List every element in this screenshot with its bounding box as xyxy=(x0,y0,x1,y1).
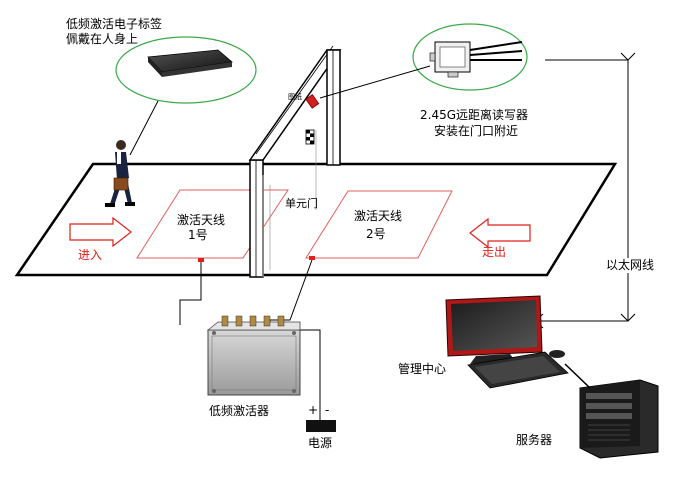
door-reader-module xyxy=(305,94,320,109)
reader-title-line2: 安装在门口附近 xyxy=(434,124,519,138)
monitor-icon xyxy=(445,295,543,364)
door-marker xyxy=(305,129,315,145)
antenna-connector-1 xyxy=(198,258,204,262)
tag-title-line1: 低频激活电子标签 xyxy=(66,17,163,31)
floor-platform xyxy=(14,162,618,277)
door-frame xyxy=(248,45,342,278)
power-minus-label: - xyxy=(325,403,330,417)
zone-2-label-line1: 激活天线 xyxy=(354,209,403,223)
reader-device xyxy=(429,41,523,78)
zone-1-label-line1: 激活天线 xyxy=(177,213,226,227)
server-cable xyxy=(564,363,591,389)
door-label: 单元门 xyxy=(285,197,318,210)
power-label: 电源 xyxy=(308,436,333,450)
zone-1-label-line2: 1号 xyxy=(188,228,208,242)
network-label: 以太网线 xyxy=(604,258,657,273)
zone-2-label-line2: 2号 xyxy=(366,227,386,241)
person-icon xyxy=(105,140,135,207)
antenna-connector-2 xyxy=(309,256,315,260)
management-label: 管理中心 xyxy=(398,362,447,376)
tag-title-line2: 佩戴在人身上 xyxy=(66,32,139,46)
enter-label: 进入 xyxy=(78,248,103,262)
power-plus-label: + xyxy=(308,403,319,417)
door-text-small: 图纸 xyxy=(288,92,302,101)
enter-arrow-icon xyxy=(69,216,132,248)
power-block xyxy=(306,420,336,432)
antenna-zone-2 xyxy=(305,190,453,259)
activator-label: 低频激活器 xyxy=(209,404,270,418)
activator-device xyxy=(206,315,301,396)
reader-title-line1: 2.45G远距离读写器 xyxy=(420,108,529,122)
server-icon xyxy=(579,379,659,459)
keyboard-icon xyxy=(467,350,569,389)
server-label: 服务器 xyxy=(516,433,553,447)
exit-label: 走出 xyxy=(482,245,507,259)
exit-arrow-icon xyxy=(469,217,531,249)
